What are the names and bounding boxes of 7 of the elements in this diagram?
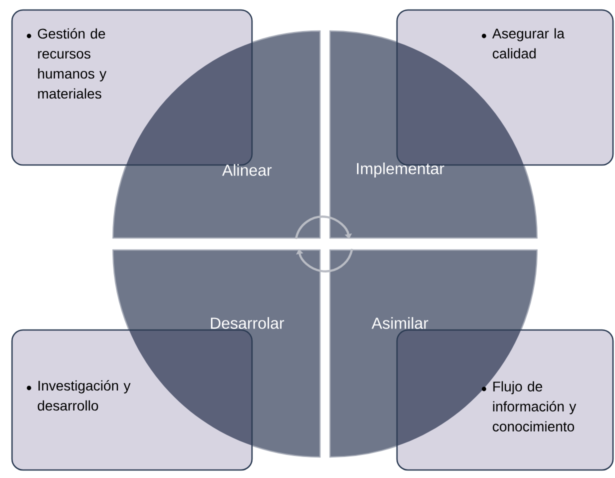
quadrant-label: Asimilar [372, 317, 428, 329]
text-box: Flujo de información y conocimiento [396, 329, 614, 471]
arrow [296, 248, 354, 272]
quadrant-label: Desarrolar [210, 317, 284, 329]
text-box: Investigación y desarrollo [11, 329, 253, 471]
arrow [294, 216, 352, 240]
quadrant-label: Alinear [222, 164, 272, 176]
